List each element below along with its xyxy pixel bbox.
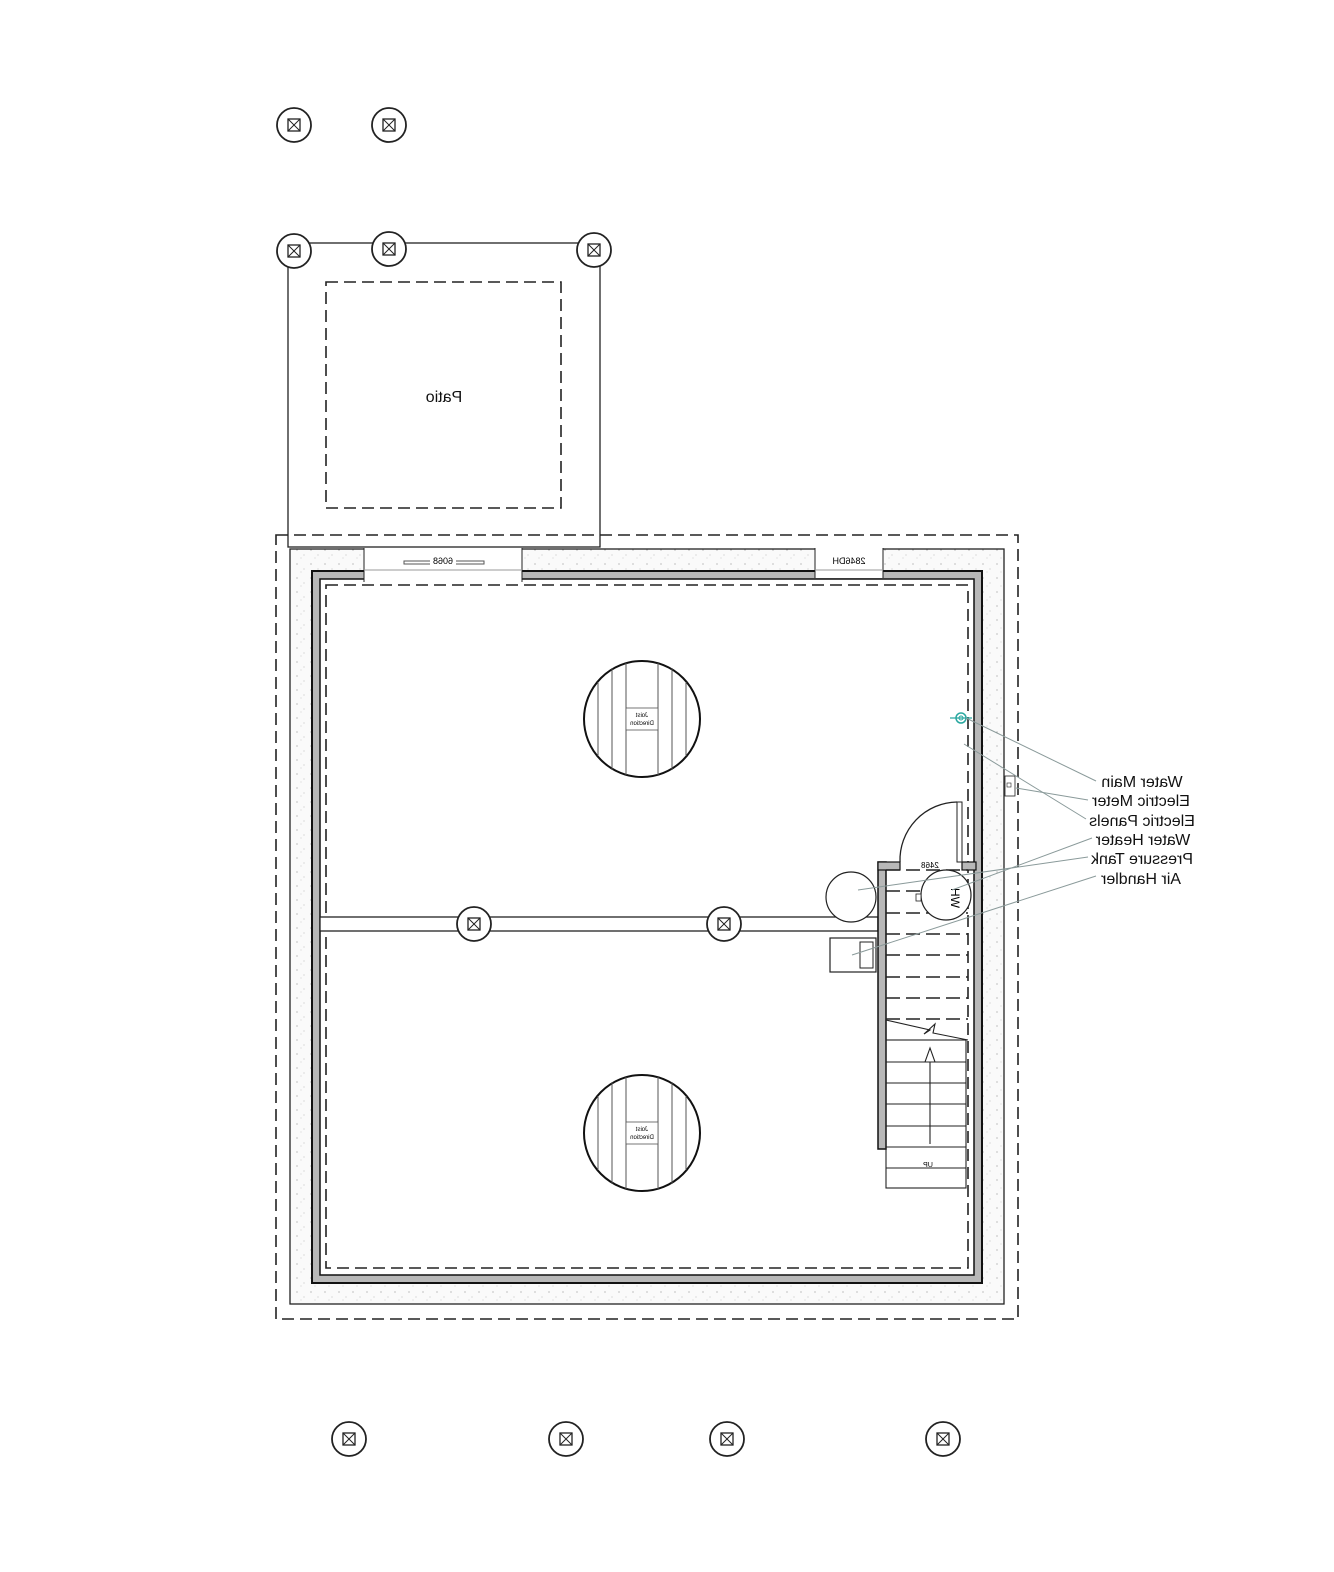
window-opening: 2846DH <box>814 548 884 578</box>
door: 2468 <box>899 801 963 870</box>
callout-electric-panels: Electric Panels <box>1089 813 1195 830</box>
stair-wall-top-left <box>877 861 901 871</box>
svg-text:Joist: Joist <box>636 1127 649 1133</box>
column-icon <box>548 1421 584 1457</box>
column-icon <box>276 107 312 143</box>
callout-labels: Water Main Electric Meter Electric Panel… <box>1089 774 1195 888</box>
column-icon <box>709 1421 745 1457</box>
column-icon <box>925 1421 961 1457</box>
post-icon <box>706 906 742 942</box>
patio-dashed-outline <box>325 281 562 509</box>
callout-leaders <box>851 717 1097 956</box>
column-icon <box>576 232 612 268</box>
svg-text:WH: WH <box>948 888 962 908</box>
footing-outline <box>275 534 1019 1320</box>
column-icon <box>276 233 312 269</box>
stair-wall-top-right <box>961 861 977 871</box>
column-icon <box>331 1421 367 1457</box>
callout-air-handler: Air Handler <box>1100 871 1181 888</box>
stair-wall <box>877 861 887 1150</box>
joist-direction-symbol: Joist Direction <box>583 1074 701 1192</box>
joist-direction-symbol: Joist Direction <box>583 660 701 778</box>
post-icon <box>456 906 492 942</box>
stairs <box>885 1019 969 1189</box>
callout-water-main: Water Main <box>1101 774 1182 791</box>
callout-electric-meter: Electric Meter <box>1091 793 1189 810</box>
svg-text:Direction: Direction <box>630 721 654 727</box>
patio-label: Patio <box>426 389 463 406</box>
electric-meter-icon <box>1004 775 1016 797</box>
window-tag-2846dh: 2846DH <box>832 556 865 566</box>
patio-slab <box>287 242 601 548</box>
svg-text:Joist: Joist <box>636 713 649 719</box>
svg-text:Direction: Direction <box>630 1135 654 1141</box>
stair-up-label: UP <box>923 1162 933 1169</box>
callout-water-heater: Water Heater <box>1095 832 1190 849</box>
door-tag: 2468 <box>921 861 939 870</box>
column-icon <box>371 107 407 143</box>
pressure-tank <box>825 871 877 923</box>
patio-door-opening: 6068 <box>363 548 523 582</box>
window-tag-6068: 6068 <box>433 556 453 566</box>
beam <box>319 916 879 932</box>
storage-dashed-lines <box>886 869 968 1020</box>
column-icon <box>371 231 407 267</box>
callout-pressure-tank: Pressure Tank <box>1090 851 1193 868</box>
water-heater: WH <box>915 869 972 921</box>
